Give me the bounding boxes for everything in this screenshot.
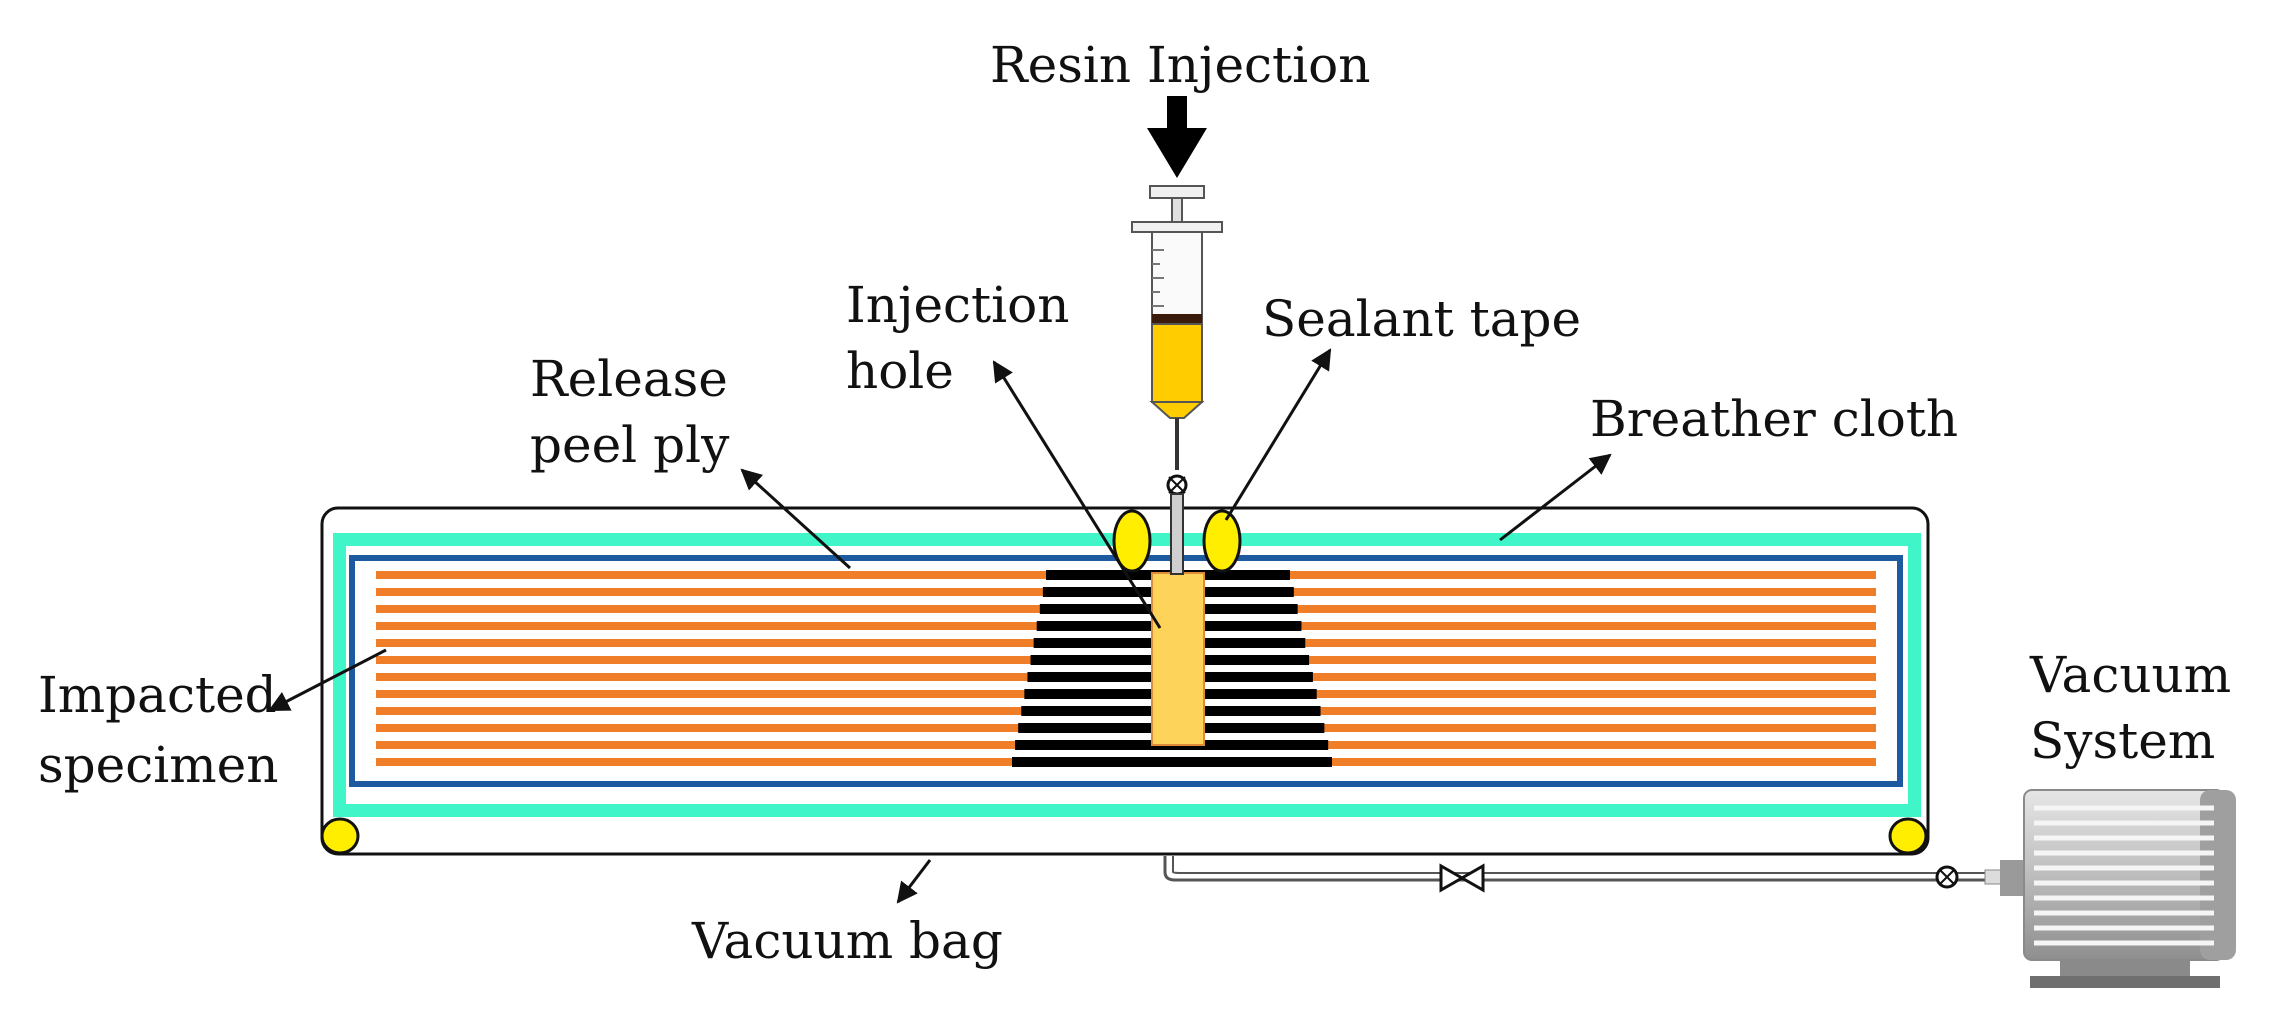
injection-hole xyxy=(1151,572,1205,746)
valve-icon xyxy=(1935,865,1959,889)
down-arrow-icon xyxy=(1147,96,1207,178)
vacuum-pump xyxy=(2000,789,2236,988)
arrow-breather-cloth xyxy=(1499,453,1612,542)
label-vacuum-system-line1: Vacuum xyxy=(2029,646,2231,704)
syringe xyxy=(1131,185,1223,575)
sealant-tape-right xyxy=(1202,509,1242,573)
sealant-tape-corner-right xyxy=(1888,817,1928,855)
label-impacted-specimen-line1: Impacted xyxy=(38,666,277,724)
sealant-tape-left xyxy=(1112,509,1152,573)
arrow-sealant-tape xyxy=(1224,348,1332,521)
valve-icon xyxy=(1439,863,1485,893)
resin-fill xyxy=(1151,323,1203,403)
label-injection-hole-line2: hole xyxy=(846,342,954,400)
label-release-peel-ply-line1: Release xyxy=(530,350,728,408)
arrow-impacted-specimen xyxy=(268,648,387,712)
label-injection-hole-line1: Injection xyxy=(846,276,1069,334)
label-resin-injection: Resin Injection xyxy=(990,36,1370,94)
label-vacuum-system-line2: System xyxy=(2030,712,2215,770)
label-release-peel-ply-line2: peel ply xyxy=(530,416,730,474)
arrow-release-peel-ply xyxy=(740,468,852,570)
sealant-tape-corner-left xyxy=(320,817,360,855)
label-impacted-specimen-line2: specimen xyxy=(38,736,278,794)
vacuum-line xyxy=(1163,856,2024,885)
label-sealant-tape: Sealant tape xyxy=(1262,290,1581,348)
damaged-layer xyxy=(1012,757,1332,767)
label-vacuum-bag: Vacuum bag xyxy=(691,912,1003,970)
label-breather-cloth: Breather cloth xyxy=(1590,390,1958,448)
arrow-vacuum-bag xyxy=(896,859,932,904)
arrow-injection-hole xyxy=(992,360,1162,629)
